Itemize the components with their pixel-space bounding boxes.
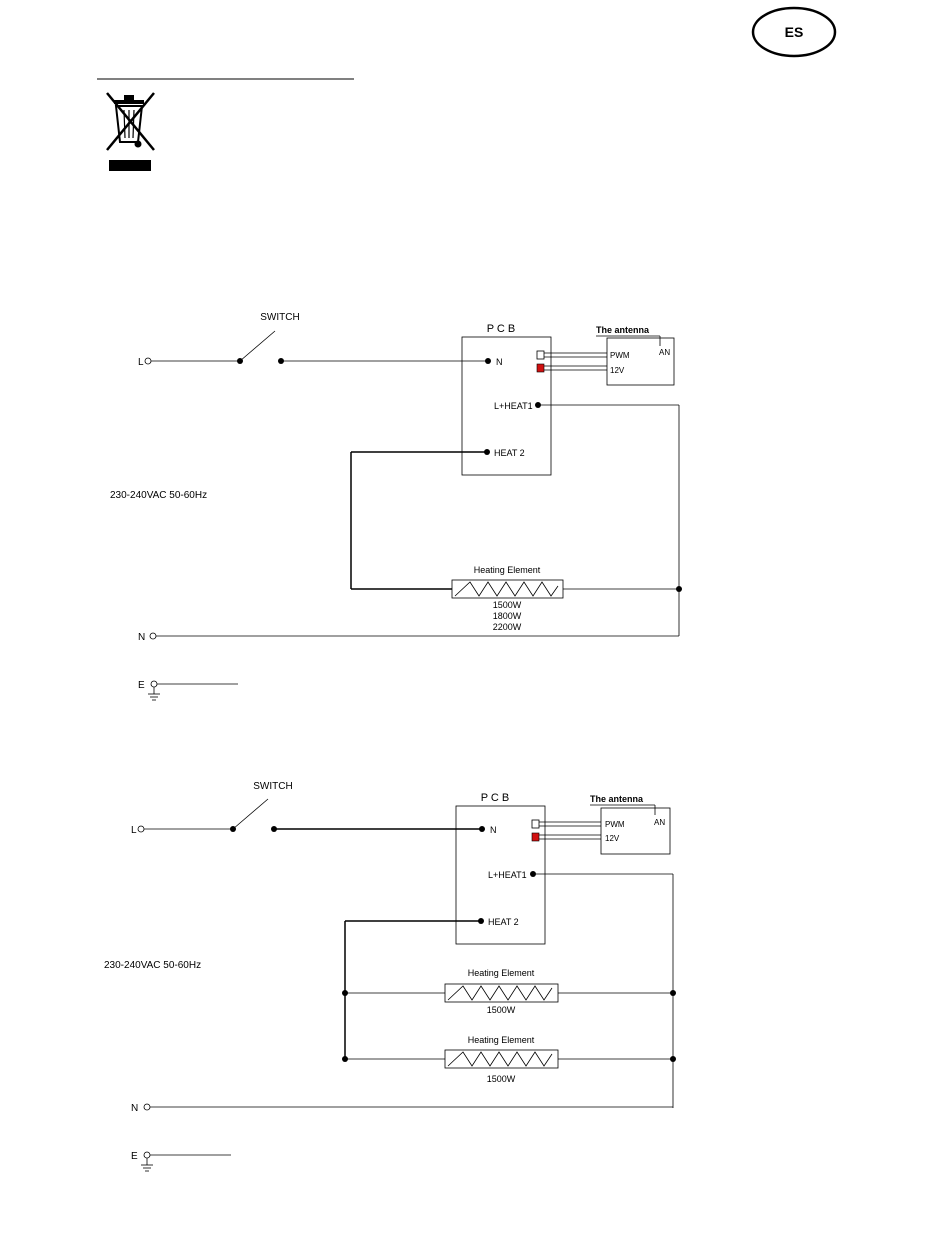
pcb-heat1-label: L+HEAT1 <box>494 401 533 411</box>
input-e-label: E <box>138 680 145 691</box>
language-badge: ES <box>753 8 835 56</box>
heating-element-title: Heating Element <box>474 565 541 575</box>
input-l-label: L <box>131 825 137 836</box>
input-l-terminal <box>138 826 144 832</box>
supply-label: 230-240VAC 50-60Hz <box>104 960 201 971</box>
crossed-out-wheelie-bin-icon <box>107 93 154 171</box>
pwm-label: PWM <box>610 351 630 360</box>
resistor-zigzag <box>448 1052 552 1066</box>
language-badge-text: ES <box>785 24 804 40</box>
resistor-zigzag <box>448 986 552 1000</box>
pcb-heat1-label: L+HEAT1 <box>488 870 527 880</box>
wiring-diagram-2: SWITCH L P C B N L+HEAT1 HEAT 2 The ante… <box>104 781 676 1171</box>
v12-label: 12V <box>605 834 620 843</box>
input-n-terminal <box>150 633 156 639</box>
heating-element-title: Heating Element <box>468 968 535 978</box>
input-n-label: N <box>138 632 145 643</box>
switch-label: SWITCH <box>253 781 292 792</box>
switch-lever <box>240 331 275 361</box>
antenna-an-label: AN <box>659 348 670 357</box>
input-l-label: L <box>138 357 144 368</box>
input-n-terminal <box>144 1104 150 1110</box>
antenna-title: The antenna <box>590 794 644 804</box>
supply-label: 230-240VAC 50-60Hz <box>110 490 207 501</box>
input-e-terminal <box>144 1152 150 1158</box>
pwm-connector <box>532 820 539 828</box>
pcb-heat2-label: HEAT 2 <box>488 917 519 927</box>
resistor-zigzag <box>455 582 558 596</box>
power-connector <box>537 364 544 372</box>
pcb-heat1-terminal <box>535 402 541 408</box>
element-rating: 1800W <box>493 611 522 621</box>
input-l-terminal <box>145 358 151 364</box>
input-e-label: E <box>131 1151 138 1162</box>
pcb-heat1-terminal <box>530 871 536 877</box>
pcb-n-terminal <box>479 826 485 832</box>
pcb-label: P C B <box>487 323 516 335</box>
earth-ground-icon <box>141 1158 153 1171</box>
pcb-label: P C B <box>481 792 510 804</box>
pcb-n-terminal <box>485 358 491 364</box>
element-rating: 1500W <box>487 1074 516 1084</box>
pcb-heat2-label: HEAT 2 <box>494 448 525 458</box>
power-connector <box>532 833 539 841</box>
antenna-module <box>601 808 670 854</box>
pwm-label: PWM <box>605 820 625 829</box>
pwm-connector <box>537 351 544 359</box>
antenna-title: The antenna <box>596 325 650 335</box>
pcb-n-label: N <box>490 825 497 835</box>
input-n-label: N <box>131 1103 138 1114</box>
heating-element-title: Heating Element <box>468 1035 535 1045</box>
switch-label: SWITCH <box>260 312 299 323</box>
wiring-diagram-1: SWITCH L P C B N L+HEAT1 HEAT 2 The ante… <box>110 312 682 700</box>
pcb-n-label: N <box>496 357 503 367</box>
input-e-terminal <box>151 681 157 687</box>
element-rating: 1500W <box>493 600 522 610</box>
antenna-an-label: AN <box>654 818 665 827</box>
antenna-module <box>607 338 674 385</box>
switch-lever <box>233 799 268 829</box>
v12-label: 12V <box>610 366 625 375</box>
element-rating: 1500W <box>487 1005 516 1015</box>
element-rating: 2200W <box>493 622 522 632</box>
earth-ground-icon <box>148 687 160 700</box>
